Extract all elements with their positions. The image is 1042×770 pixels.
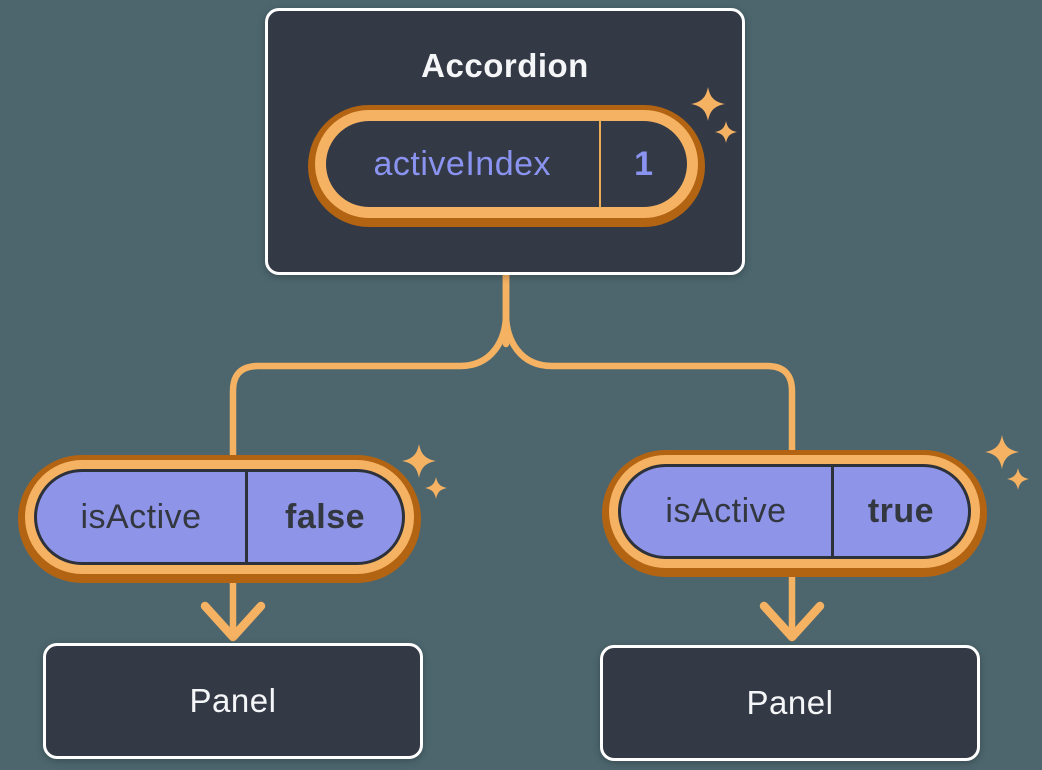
branch-line-right bbox=[502, 268, 796, 632]
prop-pill-left-ring: isActive false bbox=[25, 460, 414, 574]
state-value: 1 bbox=[634, 144, 654, 183]
sparkle-icon bbox=[402, 444, 436, 478]
sparkle-icon bbox=[985, 435, 1019, 469]
branch-line-left bbox=[229, 268, 510, 632]
sparkle-icon bbox=[1007, 468, 1029, 490]
down-arrow-right-icon bbox=[759, 601, 825, 642]
prop-pill-right-core: isActive true bbox=[618, 464, 971, 559]
prop-name-right: isActive bbox=[665, 492, 787, 530]
state-pill: activeIndex 1 bbox=[308, 105, 705, 227]
prop-name-left: isActive bbox=[80, 497, 202, 536]
prop-pill-right: isActive true bbox=[602, 450, 987, 577]
state-name: activeIndex bbox=[373, 144, 552, 183]
pill-divider bbox=[598, 121, 601, 207]
state-pill-core: activeIndex 1 bbox=[326, 121, 687, 207]
prop-pill-right-ring: isActive true bbox=[609, 455, 980, 568]
pill-divider bbox=[830, 467, 834, 556]
prop-value-left: false bbox=[285, 497, 366, 536]
pill-divider bbox=[245, 472, 249, 562]
sparkle-icon bbox=[691, 87, 725, 121]
down-arrow-left-icon bbox=[200, 601, 266, 642]
panel-right: Panel bbox=[600, 645, 980, 761]
prop-pill-left-core: isActive false bbox=[34, 469, 405, 565]
sparkle-icon bbox=[715, 121, 737, 143]
panel-left-label: Panel bbox=[189, 682, 277, 719]
sparkle-icon bbox=[425, 477, 447, 499]
prop-pill-left: isActive false bbox=[18, 455, 421, 583]
state-pill-ring: activeIndex 1 bbox=[315, 110, 698, 218]
panel-right-label: Panel bbox=[746, 684, 834, 721]
panel-left: Panel bbox=[43, 643, 423, 759]
accordion-title: Accordion bbox=[421, 47, 589, 84]
prop-value-right: true bbox=[867, 492, 935, 530]
